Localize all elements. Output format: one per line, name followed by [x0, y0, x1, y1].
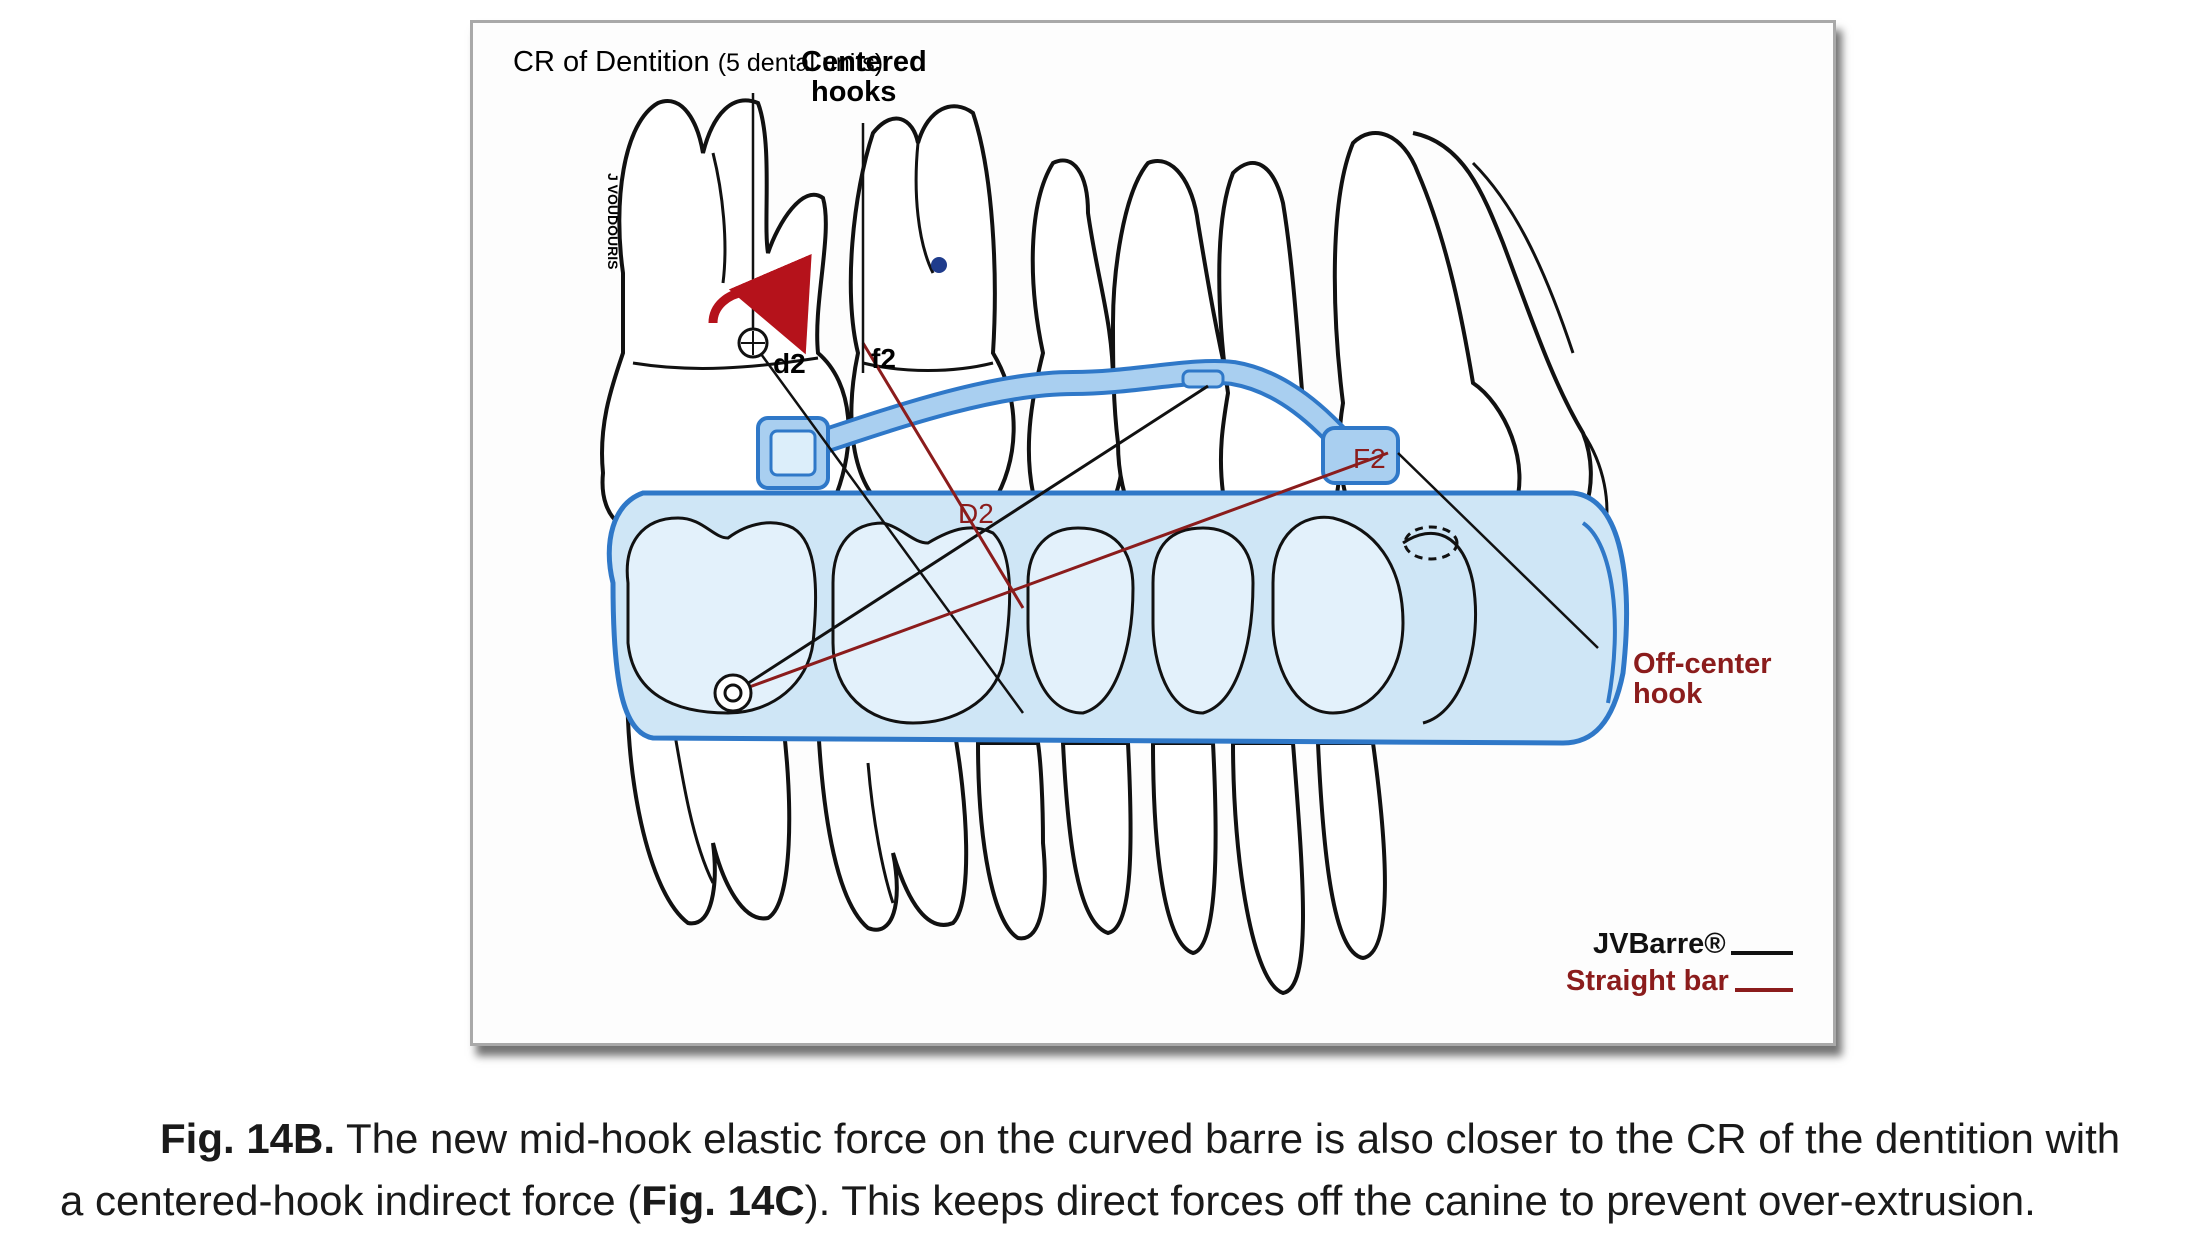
- artist-signature: J VOUDOURIS: [605, 173, 621, 269]
- D2-label: D2: [958, 498, 994, 529]
- caption-line-1: Fig. 14B. The new mid-hook elastic force…: [160, 1108, 2120, 1170]
- cr-title-label: CR of Dentition (5 dental units): [513, 46, 883, 78]
- d2-label: d2: [773, 348, 806, 379]
- figure-panel: CR of Dentition (5 dental units) Centere…: [470, 20, 1836, 1046]
- d2-line: [751, 342, 1025, 714]
- centered-hooks-label-line2: hooks: [811, 76, 896, 108]
- off-center-label-line1: Off-center: [1633, 648, 1772, 680]
- caption-line-2: a centered-hook indirect force (Fig. 14C…: [60, 1170, 2036, 1232]
- dashed-marker: [1403, 525, 1459, 561]
- caption-fig-label: Fig. 14B.: [160, 1115, 336, 1162]
- centered-hooks-label-line1: Centered: [801, 46, 927, 78]
- upper-first-premolar: [1026, 158, 1126, 543]
- caption-line2-suffix: ). This keeps direct forces off the cani…: [804, 1177, 2036, 1224]
- legend-jvbarre-label: JVBarre®: [1593, 928, 1726, 960]
- caption-line1-text: The new mid-hook elastic force on the cu…: [335, 1115, 2121, 1162]
- caption-line2-prefix: a centered-hook indirect force (: [60, 1177, 642, 1224]
- lower-aligner: [606, 490, 1629, 746]
- D2-line: [861, 342, 1025, 609]
- F2-line: [732, 451, 1389, 695]
- off-center-label-line2: hook: [1633, 678, 1703, 710]
- dental-diagram: CR of Dentition (5 dental units) Centere…: [513, 46, 1793, 997]
- off-center-leader: [1397, 452, 1599, 649]
- legend-straight-bar-label: Straight bar: [1566, 965, 1729, 997]
- cr-marker: [708, 253, 812, 359]
- curved-barre: [756, 358, 1400, 490]
- tooth-center-dot: [931, 257, 947, 273]
- centered-hook: [1181, 369, 1225, 389]
- F2-label: F2: [1353, 443, 1386, 474]
- upper-second-premolar: [848, 104, 1016, 529]
- f2-label: f2: [871, 343, 896, 374]
- caption-fig-reference: Fig. 14C: [641, 1177, 805, 1224]
- lower-hook-point: [713, 673, 753, 713]
- legend: JVBarre® Straight bar: [1566, 928, 1793, 997]
